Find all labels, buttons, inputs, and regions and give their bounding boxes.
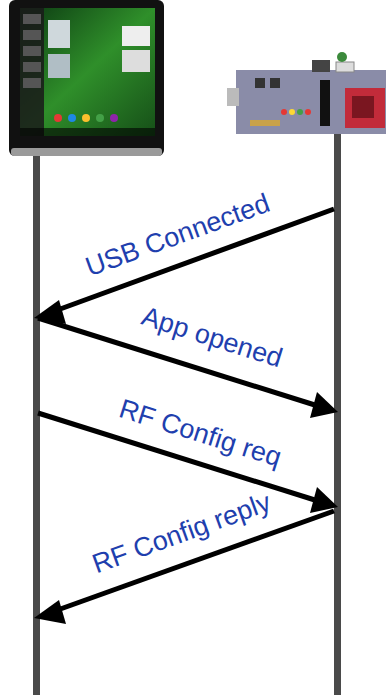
message-label: RF Config reply bbox=[87, 487, 277, 580]
message-label: USB Connected bbox=[80, 188, 276, 283]
message-label: RF Config req bbox=[113, 394, 286, 474]
message-label: App opened bbox=[136, 301, 288, 374]
lifeline bbox=[33, 150, 40, 695]
circuit-board-picture bbox=[227, 52, 386, 134]
message-arrows bbox=[38, 209, 334, 612]
tablet-picture bbox=[9, 0, 164, 156]
arrowheads bbox=[34, 300, 338, 624]
